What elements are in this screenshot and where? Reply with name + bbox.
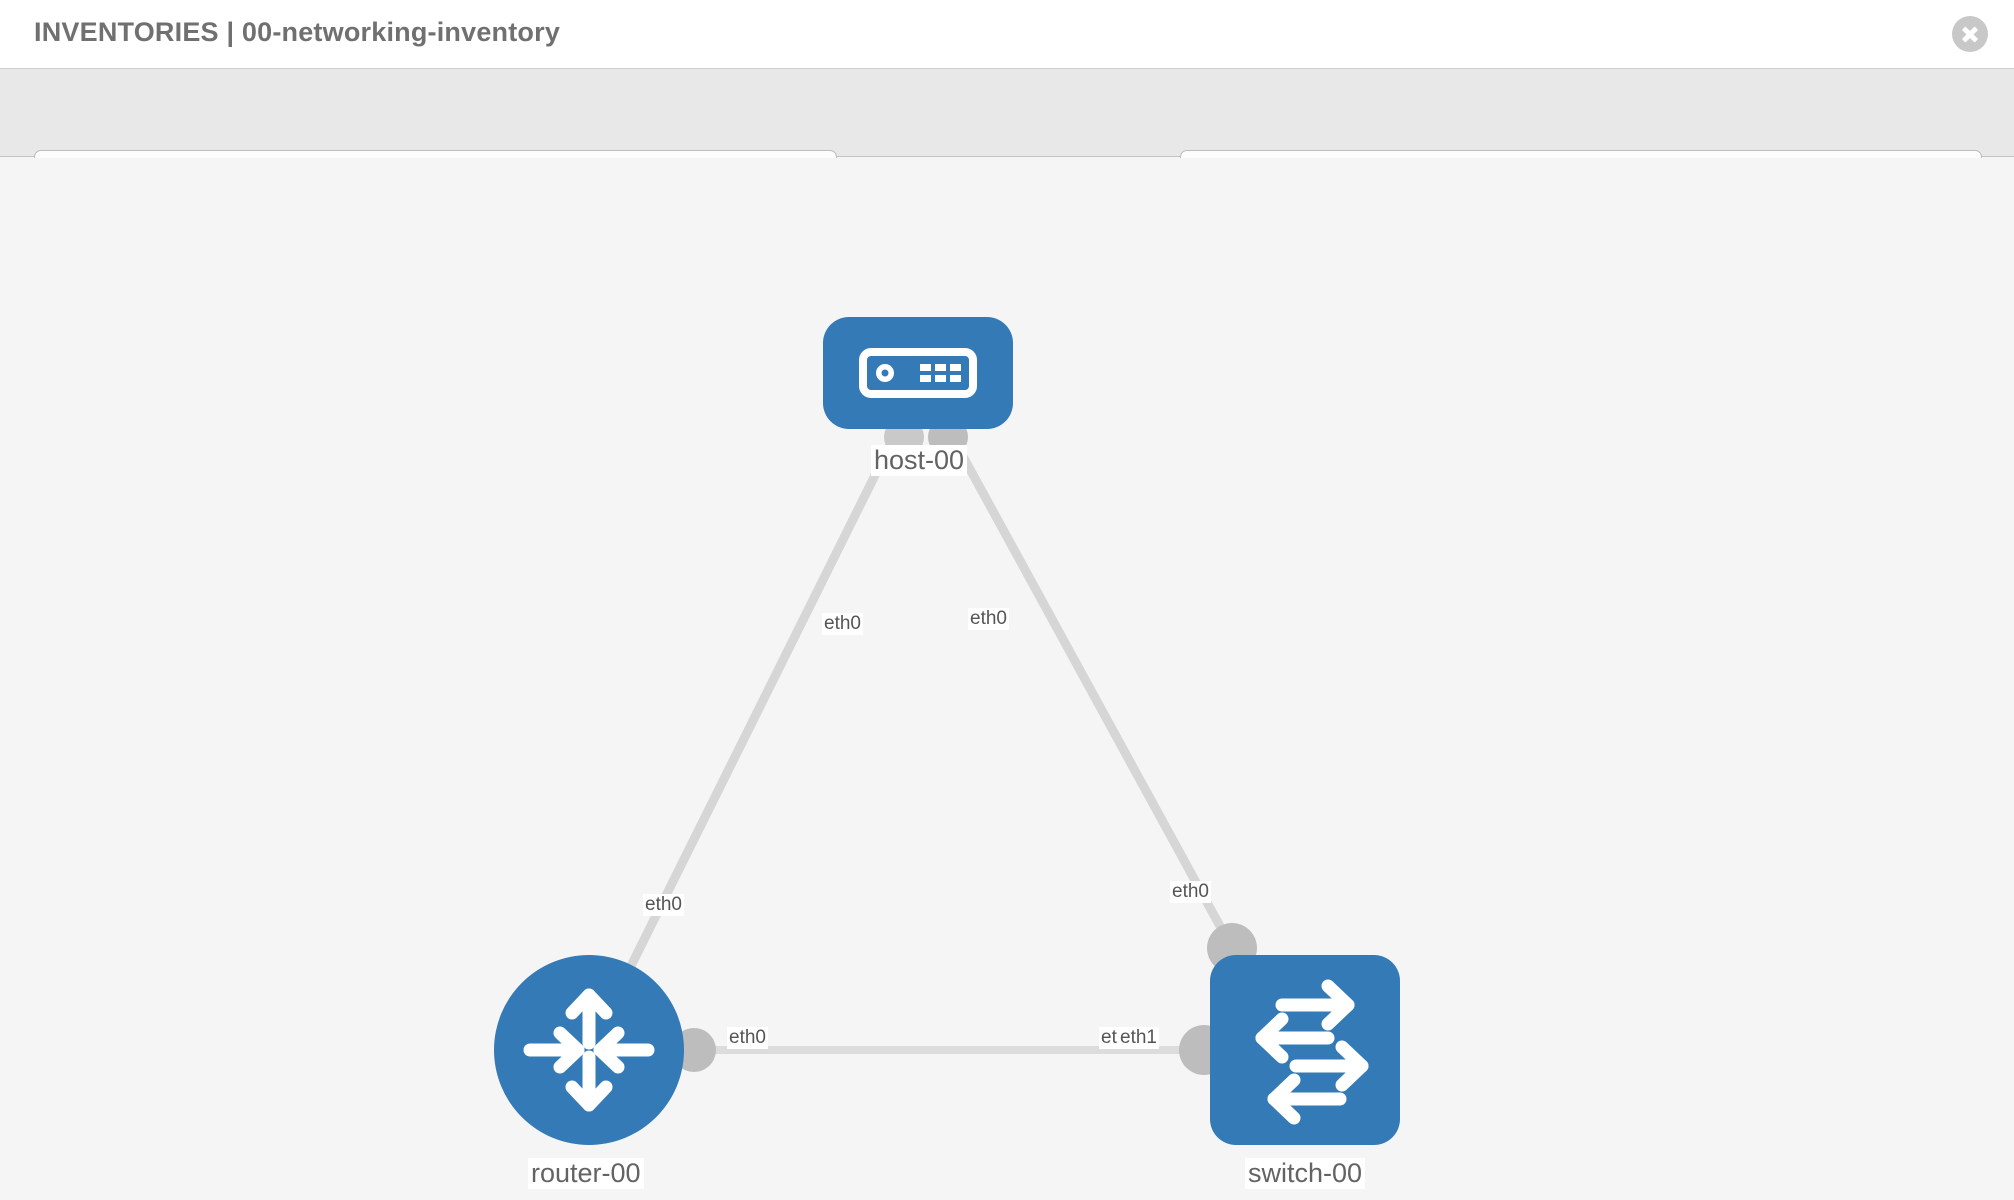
iface-label-router-eth0-up: eth0 xyxy=(643,894,684,916)
node-host-00[interactable] xyxy=(823,317,1013,429)
iface-label-switch-eth1: eth1 xyxy=(1118,1027,1159,1049)
node-switch-00[interactable] xyxy=(1210,955,1400,1145)
node-label-host-00: host-00 xyxy=(871,445,968,476)
iface-label-router-eth0: eth0 xyxy=(727,1027,768,1049)
page-header: INVENTORIES | 00-networking-inventory xyxy=(0,0,2014,69)
switch-arrows-icon xyxy=(1255,979,1369,1125)
page-title: INVENTORIES | 00-networking-inventory xyxy=(34,17,561,47)
iface-label-switch-eth0-up: eth0 xyxy=(1170,881,1211,903)
iface-label-host-eth0-left: eth0 xyxy=(822,613,863,635)
close-icon[interactable] xyxy=(1952,16,1988,52)
topology-links xyxy=(615,417,1257,1075)
topology-canvas[interactable]: host-00 router-0 xyxy=(0,158,2014,1200)
node-label-router-00: router-00 xyxy=(528,1158,644,1189)
node-label-switch-00: switch-00 xyxy=(1245,1158,1366,1189)
server-icon xyxy=(859,348,977,398)
iface-label-host-eth0-right: eth0 xyxy=(968,608,1009,630)
router-arrows-icon xyxy=(523,988,655,1112)
node-router-00[interactable] xyxy=(494,955,684,1145)
toolbar: ACTIONS SEARCH xyxy=(0,69,2014,202)
link-host-switch xyxy=(944,426,1248,973)
